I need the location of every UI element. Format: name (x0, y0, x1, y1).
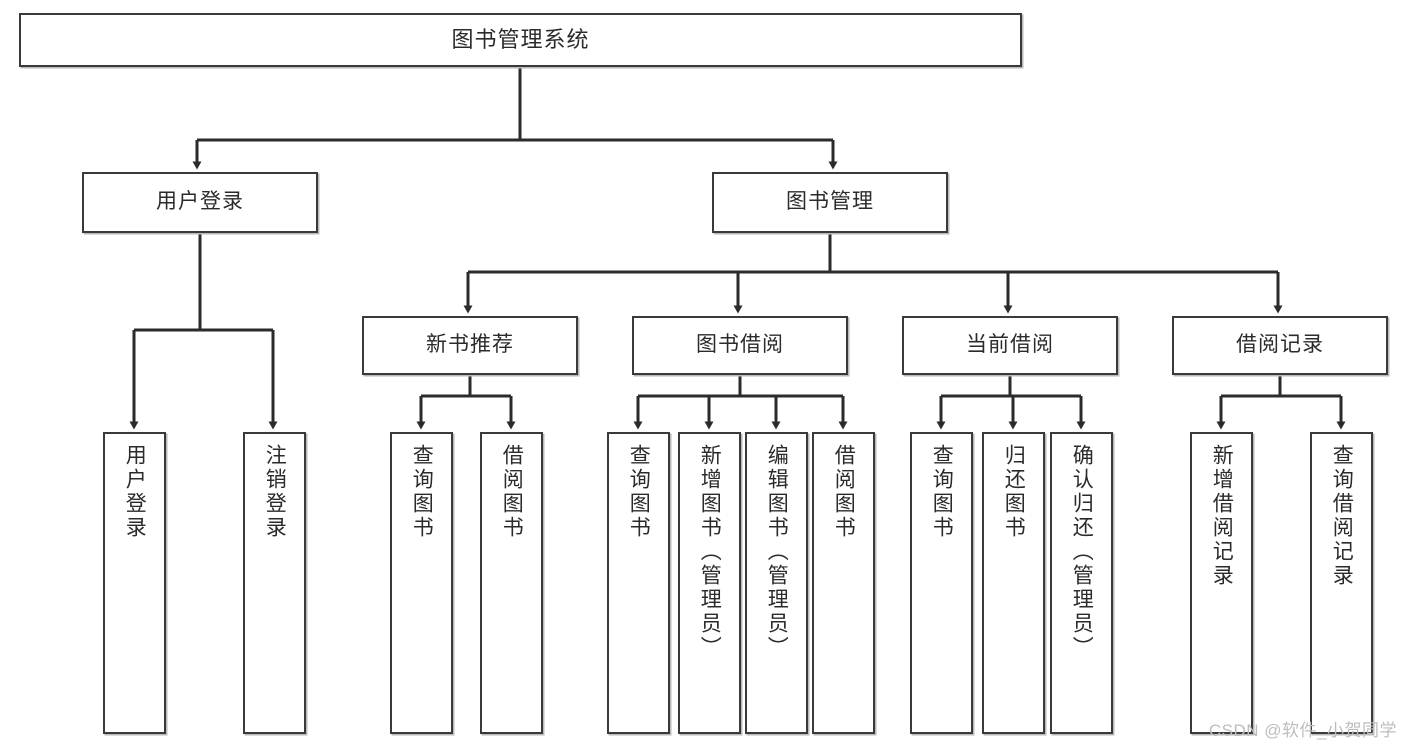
node-borrow-record[interactable]: 借阅记录 (1172, 316, 1388, 375)
watermark-text: CSDN @软件_小贺同学 (1208, 721, 1397, 740)
node-label: 新书推荐 (426, 333, 514, 357)
node-label: 查询借阅记录 (1330, 444, 1354, 588)
node-leaf-return-book[interactable]: 归还图书 (982, 432, 1045, 734)
node-book-manage[interactable]: 图书管理 (712, 172, 948, 233)
node-leaf-edit-book[interactable]: 编辑图书（管理员） (745, 432, 808, 734)
node-book-borrow[interactable]: 图书借阅 (632, 316, 848, 375)
node-label: 借阅图书 (832, 444, 856, 540)
node-label: 借阅图书 (500, 444, 524, 540)
node-leaf-user-login[interactable]: 用户登录 (103, 432, 166, 734)
node-label: 用户登录 (156, 190, 244, 214)
node-leaf-add-record[interactable]: 新增借阅记录 (1190, 432, 1253, 734)
node-leaf-logout[interactable]: 注销登录 (243, 432, 306, 734)
node-current-borrow[interactable]: 当前借阅 (902, 316, 1118, 375)
node-label: 新增图书（管理员） (698, 444, 722, 660)
node-label: 查询图书 (627, 444, 651, 540)
node-label: 注销登录 (263, 444, 287, 540)
node-user-login[interactable]: 用户登录 (82, 172, 318, 233)
node-label: 确认归还（管理员） (1070, 444, 1094, 660)
node-leaf-add-book[interactable]: 新增图书（管理员） (678, 432, 741, 734)
node-label: 查询图书 (930, 444, 954, 540)
node-leaf-query-record[interactable]: 查询借阅记录 (1310, 432, 1373, 734)
node-label: 借阅记录 (1236, 333, 1324, 357)
node-leaf-borrow-book-2[interactable]: 借阅图书 (812, 432, 875, 734)
node-leaf-borrow-book-1[interactable]: 借阅图书 (480, 432, 543, 734)
node-label: 归还图书 (1002, 444, 1026, 540)
node-root-book-management-system[interactable]: 图书管理系统 (19, 13, 1022, 67)
node-label: 查询图书 (410, 444, 434, 540)
node-leaf-query-book-1[interactable]: 查询图书 (390, 432, 453, 734)
node-new-book-recommend[interactable]: 新书推荐 (362, 316, 578, 375)
node-label: 图书借阅 (696, 333, 784, 357)
node-leaf-confirm-return[interactable]: 确认归还（管理员） (1050, 432, 1113, 734)
node-label: 当前借阅 (966, 333, 1054, 357)
node-label: 用户登录 (123, 444, 147, 540)
node-label: 新增借阅记录 (1210, 444, 1234, 588)
node-label: 图书管理 (786, 190, 874, 214)
node-leaf-query-book-2[interactable]: 查询图书 (607, 432, 670, 734)
node-label: 图书管理系统 (451, 27, 590, 53)
node-label: 编辑图书（管理员） (765, 444, 789, 660)
node-leaf-query-book-3[interactable]: 查询图书 (910, 432, 973, 734)
